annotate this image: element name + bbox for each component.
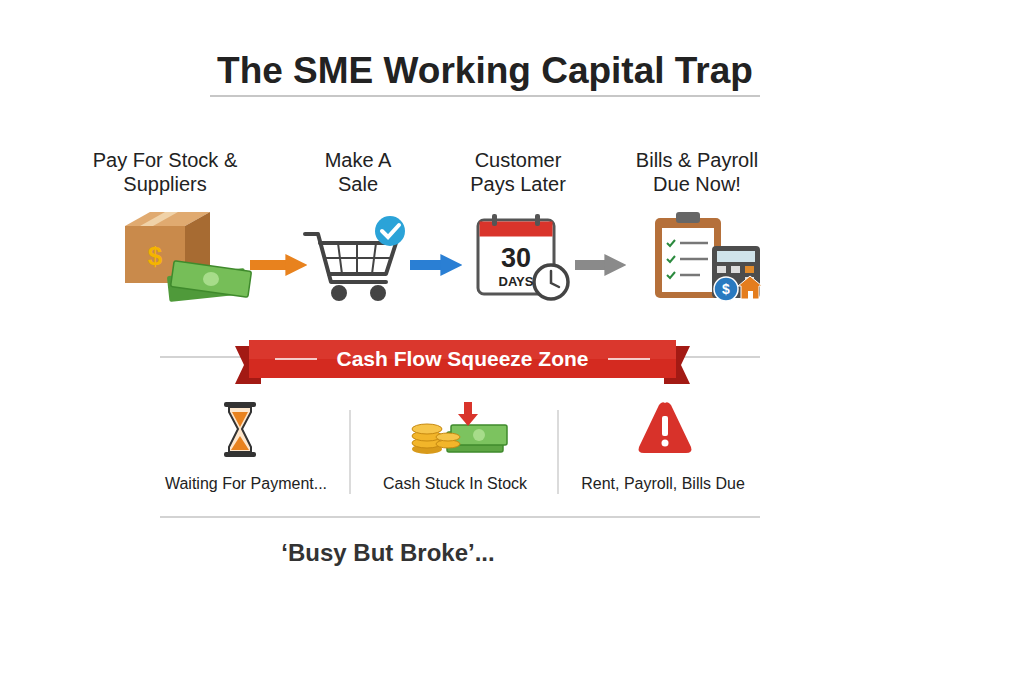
clipboard-icon (655, 212, 721, 298)
zone-label: Rent, Payroll, Bills Due (581, 475, 745, 493)
caption: ‘Busy But Broke’... (281, 539, 494, 567)
hourglass-icon (224, 402, 256, 457)
step-label: Make A Sale (308, 148, 408, 196)
money-icon (167, 261, 252, 302)
separator-line (160, 516, 760, 518)
cash-stuck-icon (412, 402, 507, 454)
title-rule (210, 95, 760, 97)
dollar-house-icon (714, 276, 762, 301)
process-step: Pay For Stock & Suppliers (82, 148, 248, 308)
flow-arrow (410, 260, 447, 270)
process-step: Make A Sale (308, 148, 408, 308)
clock-icon (534, 265, 568, 299)
banner-text: Cash Flow Squeeze Zone (235, 340, 690, 378)
diagram-title: The SME Working Capital Trap (217, 50, 753, 92)
icon-text: DAYS (499, 274, 534, 289)
icon-text: $ (722, 281, 730, 297)
zone-label: Waiting For Payment... (165, 475, 327, 493)
divider-line (349, 410, 351, 494)
step-label: Bills & Payroll Due Now! (627, 148, 767, 196)
process-step: Bills & Payroll Due Now! (627, 148, 767, 308)
step-label: Customer Pays Later (463, 148, 573, 196)
icon-text: $ (148, 241, 162, 272)
step-label: Pay For Stock & Suppliers (82, 148, 248, 196)
flow-arrow (575, 260, 611, 270)
icon-text: 30 (501, 243, 531, 274)
check-badge (375, 216, 405, 246)
warning-icon (639, 402, 692, 453)
banner-ribbon: Cash Flow Squeeze Zone (235, 340, 690, 390)
divider-line (557, 410, 559, 494)
zone-label: Cash Stuck In Stock (383, 475, 527, 493)
flow-arrow (250, 260, 292, 270)
